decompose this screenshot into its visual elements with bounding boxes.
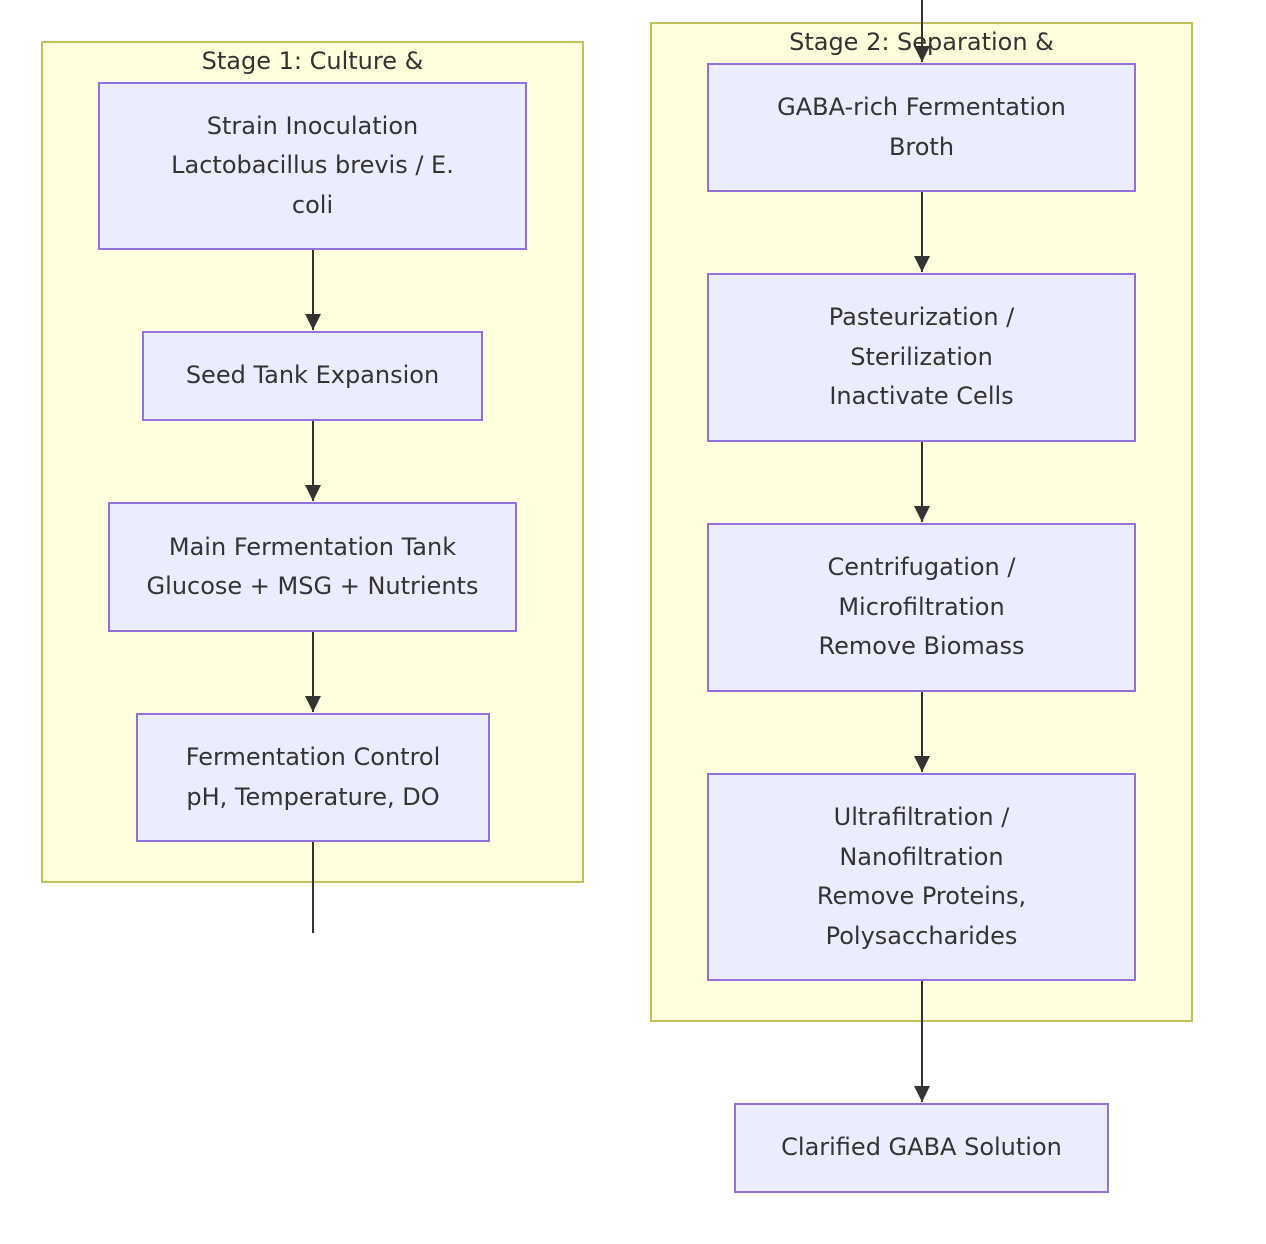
node-line: GABA-rich Fermentation [777, 93, 1066, 121]
node-line: Seed Tank Expansion [185, 361, 440, 390]
pasteurization-node: Pasteurization / Sterilization Inactivat… [707, 273, 1136, 442]
seed-tank-node: Seed Tank Expansion [142, 331, 483, 421]
centrifugation-node: Centrifugation / Microfiltration Remove … [707, 523, 1136, 692]
node-line: Main Fermentation Tank [168, 532, 457, 561]
node-line: pH, Temperature, DO [186, 782, 440, 811]
fermentation-control-node: Fermentation Control pH, Temperature, DO [136, 713, 490, 842]
node-line: Strain Inoculation [206, 111, 419, 140]
node-line: Glucose + MSG + Nutrients [146, 572, 479, 600]
node-line: Ultrafiltration / [833, 803, 1010, 831]
ultrafiltration-node: Ultrafiltration / Nanofiltration Remove … [707, 773, 1136, 981]
node-line: Clarified GABA Solution [781, 1133, 1062, 1162]
node-line: coli [291, 190, 334, 219]
node-line: Remove Proteins, [816, 882, 1027, 910]
stage-1-title: Stage 1: Culture & [201, 47, 424, 75]
node-line: Microfiltration [838, 592, 1005, 621]
gaba-broth-node: GABA-rich Fermentation Broth [707, 63, 1136, 192]
node-line: Nanofiltration [839, 842, 1004, 871]
node-line: Broth [888, 132, 955, 161]
node-line: Lactobacillus brevis / E. [171, 151, 454, 180]
stage-2-title: Stage 2: Separation & [789, 28, 1054, 56]
node-line: Remove Biomass [818, 632, 1025, 661]
strain-inoculation-node: Strain Inoculation Lactobacillus brevis … [98, 82, 527, 250]
node-line: Sterilization [850, 342, 993, 371]
node-line: Fermentation Control [185, 743, 441, 771]
node-line: Pasteurization / [828, 303, 1015, 332]
node-line: Centrifugation / [827, 553, 1016, 582]
node-line: Polysaccharides [825, 921, 1018, 950]
node-line: Inactivate Cells [829, 382, 1014, 411]
main-fermentation-node: Main Fermentation Tank Glucose + MSG + N… [108, 502, 517, 632]
clarified-solution-node: Clarified GABA Solution [734, 1103, 1109, 1193]
